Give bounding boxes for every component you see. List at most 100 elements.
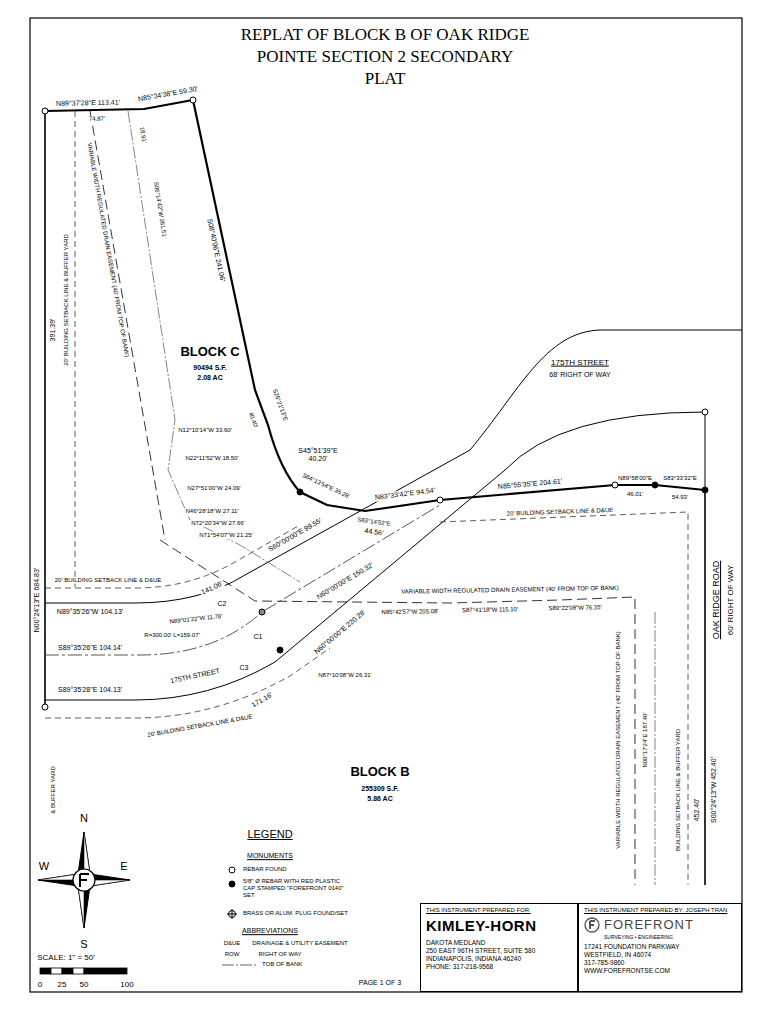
scale-bar xyxy=(51,968,62,974)
box-text: WESTFIELD, IN 46074 xyxy=(584,951,736,959)
logo-row: FOREFRONT xyxy=(584,917,736,933)
plat-label: N60°00'00"E 220.28' xyxy=(312,608,368,657)
plat-label: S45°51'39"E 40.20' xyxy=(294,447,342,462)
plat-label: S00°24'13"W 452.40' xyxy=(710,756,718,824)
plat-title: REPLAT OF BLOCK B OF OAK RIDGE POINTE SE… xyxy=(235,24,535,90)
monument-marker xyxy=(277,647,283,653)
plat-label: 90494 S.F. xyxy=(192,364,227,372)
box-text: THIS INSTRUMENT PREPARED BY: JOSEPH TRAN xyxy=(584,907,736,914)
plat-label: D&UE xyxy=(223,940,242,947)
plat-label: 44.56' xyxy=(363,527,385,538)
top-of-bank-line xyxy=(128,111,655,885)
box-text: 17241 FOUNDATION PARKWAY xyxy=(584,943,736,951)
plat-label: VARIABLE WIDTH REGULATED DRAIN EASEMENT … xyxy=(615,630,622,850)
plat-label: N46°28'18"W 27.11' xyxy=(184,508,239,515)
monument-marker xyxy=(297,489,303,495)
plat-label: N89°01'22"W 11.78' xyxy=(168,613,223,625)
legend-text: REBAR FOUND xyxy=(243,866,287,873)
plat-label: N83°33'42"E 94.54' xyxy=(374,486,437,501)
plat-label: 175TH STREET xyxy=(550,359,610,368)
plat-label: N00°17'24"E 187.40' xyxy=(642,711,649,768)
box-text: WWW.FOREFRONTSE.COM xyxy=(584,967,736,975)
plat-label: RIGHT OF WAY xyxy=(257,951,302,958)
logo-mark xyxy=(590,921,595,929)
sheet-border xyxy=(30,18,742,992)
plat-label: 171.16' xyxy=(249,690,274,709)
monument-marker xyxy=(42,108,48,114)
box-text: INDIANAPOLIS, INDIANA 46240 xyxy=(426,955,572,963)
north-arrow xyxy=(38,832,130,928)
plat-label: 141.06' xyxy=(199,579,225,596)
monument-marker xyxy=(652,482,658,488)
box-text: 317-785-9860 xyxy=(584,959,736,967)
legend-text: BRASS OR ALUM. PLUG FOUND/SET xyxy=(243,910,348,917)
box-text: THIS INSTRUMENT PREPARED FOR: xyxy=(426,907,572,914)
boundary-line xyxy=(45,100,705,885)
box-text: DAKOTA MEDLAND xyxy=(426,939,572,947)
plat-label: 18.91' xyxy=(138,126,147,145)
plat-label: BLOCK B xyxy=(349,765,410,779)
plat-label: 20' BUILDING SETBACK LINE & D&UE xyxy=(54,577,163,584)
box-text: SURVEYING • ENGINEERING xyxy=(584,934,736,940)
plat-label: N71°54'07"W 21.25' xyxy=(198,532,254,539)
plat-label: 25 xyxy=(57,981,68,990)
plat-label: 2.08 AC xyxy=(196,374,223,382)
plat-label: N xyxy=(79,812,89,824)
plat-label: 391.39' xyxy=(49,318,57,343)
plat-label: N60°00'00"E 150.32' xyxy=(315,561,376,602)
right-of-way-line xyxy=(705,412,706,490)
plat-label: 74.87' xyxy=(88,116,106,123)
monument-marker xyxy=(702,487,708,493)
plat-label: C3 xyxy=(239,664,250,672)
setback-line xyxy=(45,111,688,885)
plat-label: PAGE 1 OF 3 xyxy=(358,979,402,987)
plat-label: S89°22'08"W 76.35' xyxy=(547,604,602,612)
plat-label: N89°35'26"W 104.13' xyxy=(56,608,124,616)
plat-label: N22°11'52"W 18.50' xyxy=(184,455,239,462)
plat-label: 20' BUILDING SETBACK LINE & BUFFER YARD xyxy=(63,233,70,367)
box-text: KIMLEY-HORN xyxy=(426,917,572,935)
easement-line xyxy=(160,540,635,885)
right-of-way-line xyxy=(45,412,705,700)
north-arrow xyxy=(38,832,130,928)
plat-label: 255309 S.F. xyxy=(360,785,399,793)
legend-symbol xyxy=(229,867,235,873)
plat-label: VARIABLE WIDTH REGULATED DRAIN EASEMENT … xyxy=(400,585,620,595)
scale-bar xyxy=(73,968,84,974)
north-arrow xyxy=(80,874,89,887)
easement-line xyxy=(90,111,165,540)
plat-label: SCALE: 1" = 50' xyxy=(36,954,96,963)
scale-bar xyxy=(84,968,127,974)
legend-text: TOB OF BANK xyxy=(262,961,302,968)
plat-label: DRAINAGE & UTILITY EASEMENT xyxy=(251,940,349,947)
plat-label: 60' RIGHT OF WAY xyxy=(727,564,736,636)
box-text: FOREFRONT xyxy=(604,917,694,933)
monument-marker xyxy=(42,704,48,710)
plat-label: S08°40'06"E 241.06' xyxy=(205,217,226,283)
logo-ring xyxy=(585,918,599,932)
plat-label: ROW xyxy=(224,951,241,958)
legend-text: 5/8" Ø REBAR WITH RED PLASTIC CAP STAMPE… xyxy=(243,878,351,900)
plat-label: S06°14'42"W 261.51' xyxy=(152,181,168,240)
boundary-line xyxy=(45,100,705,511)
plat-label: N85°42'57"W 205.08' xyxy=(381,608,440,616)
plat-label: ABBREVIATIONS xyxy=(241,927,299,935)
plat-label: & BUFFER YARD xyxy=(50,765,57,814)
monument-marker xyxy=(259,609,265,615)
plat-label: N72°20'34"W 27.66' xyxy=(190,520,246,527)
plat-label: R=300.00' L=159.07' xyxy=(143,632,200,639)
plat-label: 20' BUILDING SETBACK LINE & D&UE xyxy=(506,507,615,517)
plat-label: MONUMENTS xyxy=(246,852,294,860)
plat-label: W xyxy=(38,860,50,872)
legend-symbol xyxy=(229,881,235,887)
scale-bar xyxy=(62,968,73,974)
info-box: THIS INSTRUMENT PREPARED FOR: KIMLEY-HORN… xyxy=(420,903,578,992)
legend-symbol xyxy=(227,909,237,919)
right-of-way-line xyxy=(45,330,742,700)
plat-label: BLOCK C xyxy=(179,345,240,359)
info-box: THIS INSTRUMENT PREPARED BY: JOSEPH TRAN… xyxy=(578,903,742,992)
box-text: 250 EAST 96TH STREET, SUITE 580 xyxy=(426,947,572,955)
right-of-way-line xyxy=(45,330,742,603)
